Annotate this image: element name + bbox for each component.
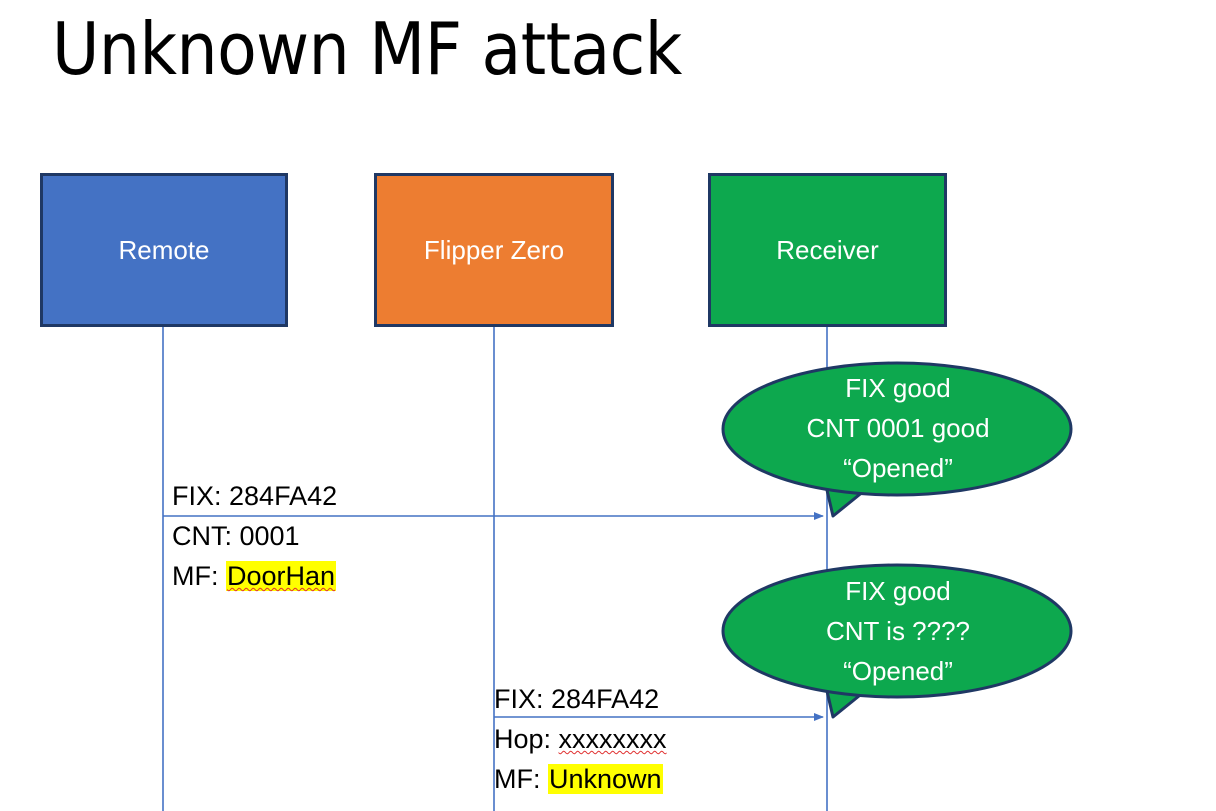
- message-line-value: 284FA42: [229, 481, 338, 511]
- actor-box-remote[interactable]: Remote: [40, 173, 288, 327]
- callout-text-1: FIX good CNT 0001 good “Opened”: [723, 368, 1073, 488]
- message-line: CNT: 0001: [172, 516, 337, 556]
- callout-bubble-2: [721, 563, 1073, 719]
- message-line-value-highlighted: Unknown: [548, 764, 663, 794]
- message-line-label: CNT:: [172, 521, 240, 551]
- message-line: MF: Unknown: [494, 759, 667, 799]
- message-line: Hop: xxxxxxxx: [494, 719, 667, 759]
- actor-label-receiver: Receiver: [776, 235, 879, 265]
- callout-line: CNT 0001 good: [806, 413, 990, 443]
- message-line: FIX: 284FA42: [494, 679, 667, 719]
- message-line-label: FIX:: [494, 684, 552, 714]
- message-line-value: xxxxxxxx: [558, 724, 667, 754]
- message-line: FIX: 284FA42: [172, 476, 337, 516]
- message-line-value: 284FA42: [551, 684, 660, 714]
- message-line-label: FIX:: [172, 481, 230, 511]
- message-line-value-highlighted: DoorHan: [226, 561, 337, 591]
- callout-line: “Opened”: [843, 656, 953, 686]
- message-line-label: Hop:: [494, 724, 559, 754]
- callout-line: FIX good: [845, 576, 951, 606]
- callout-bubble-1: [721, 361, 1073, 518]
- callout-line: CNT is ????: [825, 616, 971, 646]
- message-line-label: MF:: [494, 764, 548, 794]
- callout-line: FIX good: [845, 373, 951, 403]
- message-line-label: MF:: [172, 561, 226, 591]
- callout-line: “Opened”: [843, 453, 953, 483]
- callout-text-2: FIX good CNT is ???? “Opened”: [723, 571, 1073, 691]
- message-line: MF: DoorHan: [172, 556, 337, 596]
- actor-label-remote: Remote: [118, 235, 210, 265]
- message-line-value: 0001: [239, 521, 300, 551]
- page-title: Unknown MF attack: [52, 7, 682, 91]
- message-label-remote-to-receiver: FIX: 284FA42 CNT: 0001 MF: DoorHan: [172, 476, 337, 596]
- message-label-flipper-to-receiver: FIX: 284FA42 Hop: xxxxxxxx MF: Unknown: [494, 679, 667, 799]
- actor-box-flipper[interactable]: Flipper Zero: [374, 173, 614, 327]
- actor-label-flipper: Flipper Zero: [423, 235, 565, 265]
- actor-box-receiver[interactable]: Receiver: [708, 173, 947, 327]
